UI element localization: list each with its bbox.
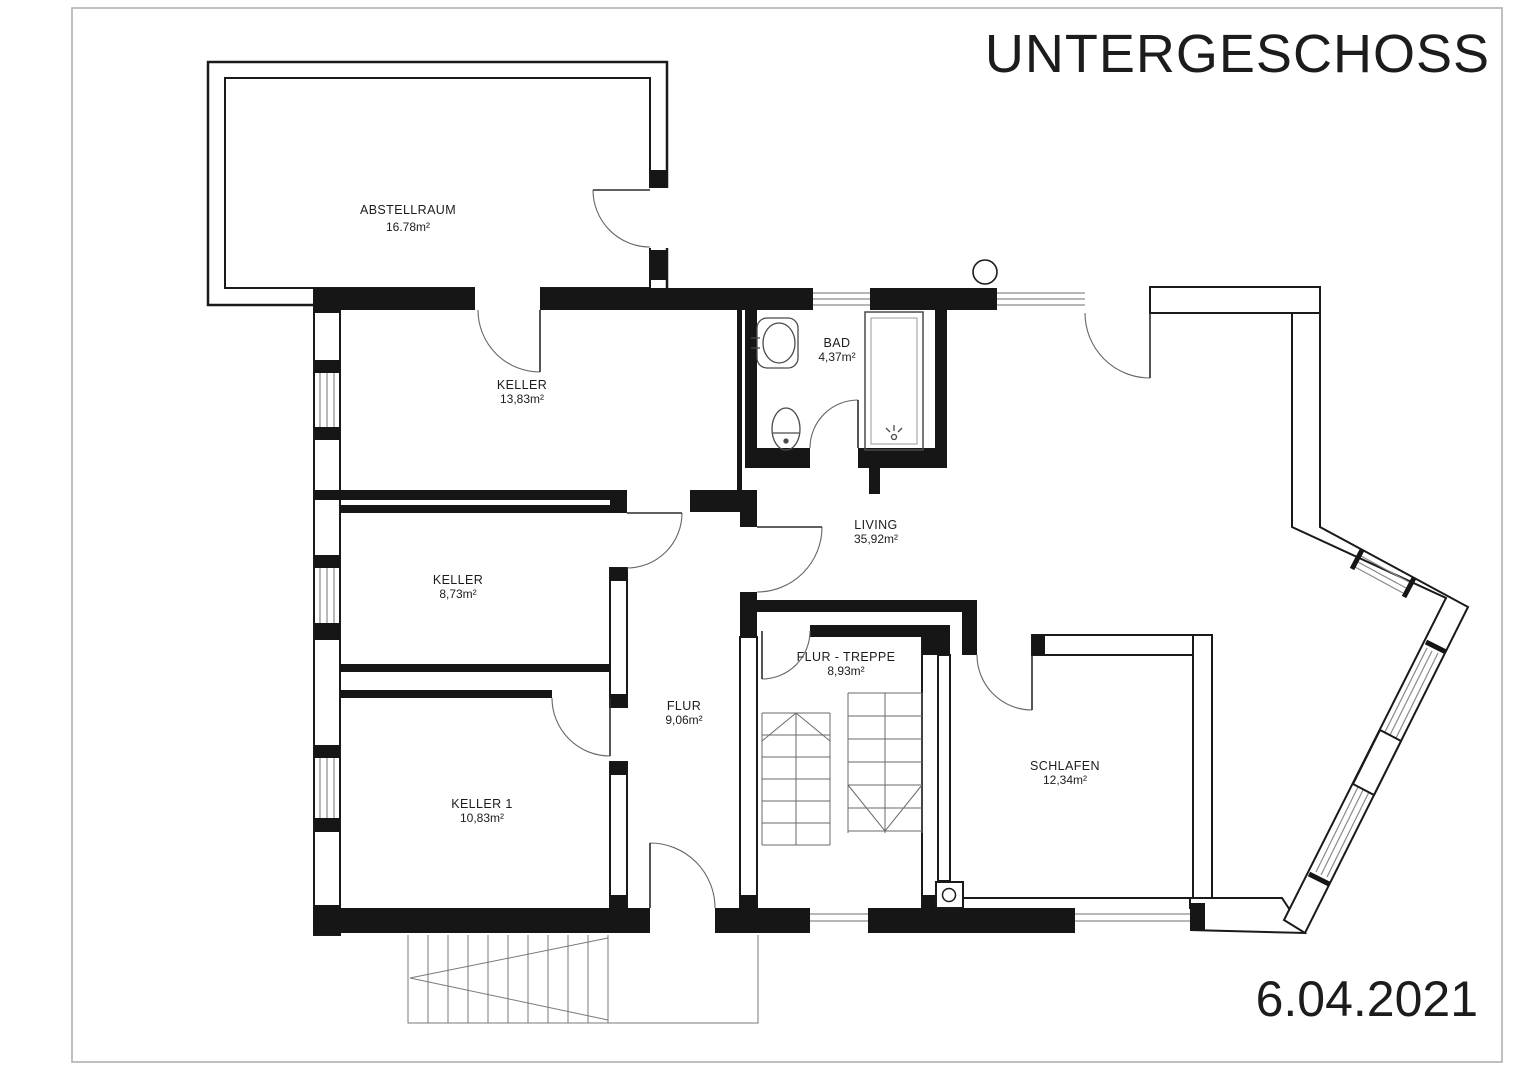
- room-labels: ABSTELLRAUM 16.78m² KELLER 13,83m² BAD 4…: [360, 203, 1100, 825]
- room-label: ABSTELLRAUM: [360, 203, 456, 217]
- bathroom-fixtures: [751, 311, 924, 451]
- doors: [477, 189, 1151, 909]
- solid-walls: [313, 170, 1205, 935]
- room-label: FLUR - TREPPE: [797, 650, 896, 664]
- interior-staircase: [761, 692, 923, 846]
- room-label: KELLER: [433, 573, 483, 587]
- plan-title: UNTERGESCHOSS: [985, 24, 1490, 84]
- drainpipe-circle: [972, 259, 998, 285]
- bay-window-frames: [1307, 548, 1448, 887]
- door-arcs: [477, 189, 1151, 909]
- exterior-stair-arrow: [409, 937, 609, 1021]
- exterior-stairs: [407, 935, 759, 1024]
- column-marker: [935, 881, 964, 909]
- room-area: 9,06m²: [665, 713, 702, 727]
- room-area: 8,93m²: [827, 664, 864, 678]
- room-label: KELLER: [497, 378, 547, 392]
- room-label: LIVING: [854, 518, 897, 532]
- windows: [319, 292, 1439, 932]
- door-leaves: [539, 189, 1151, 908]
- room-area: 12,34m²: [1043, 773, 1087, 787]
- wall-openings: [475, 188, 674, 312]
- room-area: 16.78m²: [386, 220, 430, 234]
- plan-date: 6.04.2021: [1256, 971, 1478, 1027]
- stair-arrow-down: [847, 784, 923, 832]
- shower-tub-icon: [864, 311, 924, 451]
- room-area: 8,73m²: [439, 587, 476, 601]
- room-label: BAD: [824, 336, 851, 350]
- stair-arrow-up: [761, 712, 831, 742]
- room-area: 10,83m²: [460, 811, 504, 825]
- room-area: 4,37m²: [818, 350, 855, 364]
- room-area: 13,83m²: [500, 392, 544, 406]
- toilet-icon: [771, 407, 801, 451]
- room-label: KELLER 1: [451, 797, 513, 811]
- room-label: SCHLAFEN: [1030, 759, 1100, 773]
- room-label: FLUR: [667, 699, 701, 713]
- room-area: 35,92m²: [854, 532, 898, 546]
- sink-icon: [751, 317, 799, 369]
